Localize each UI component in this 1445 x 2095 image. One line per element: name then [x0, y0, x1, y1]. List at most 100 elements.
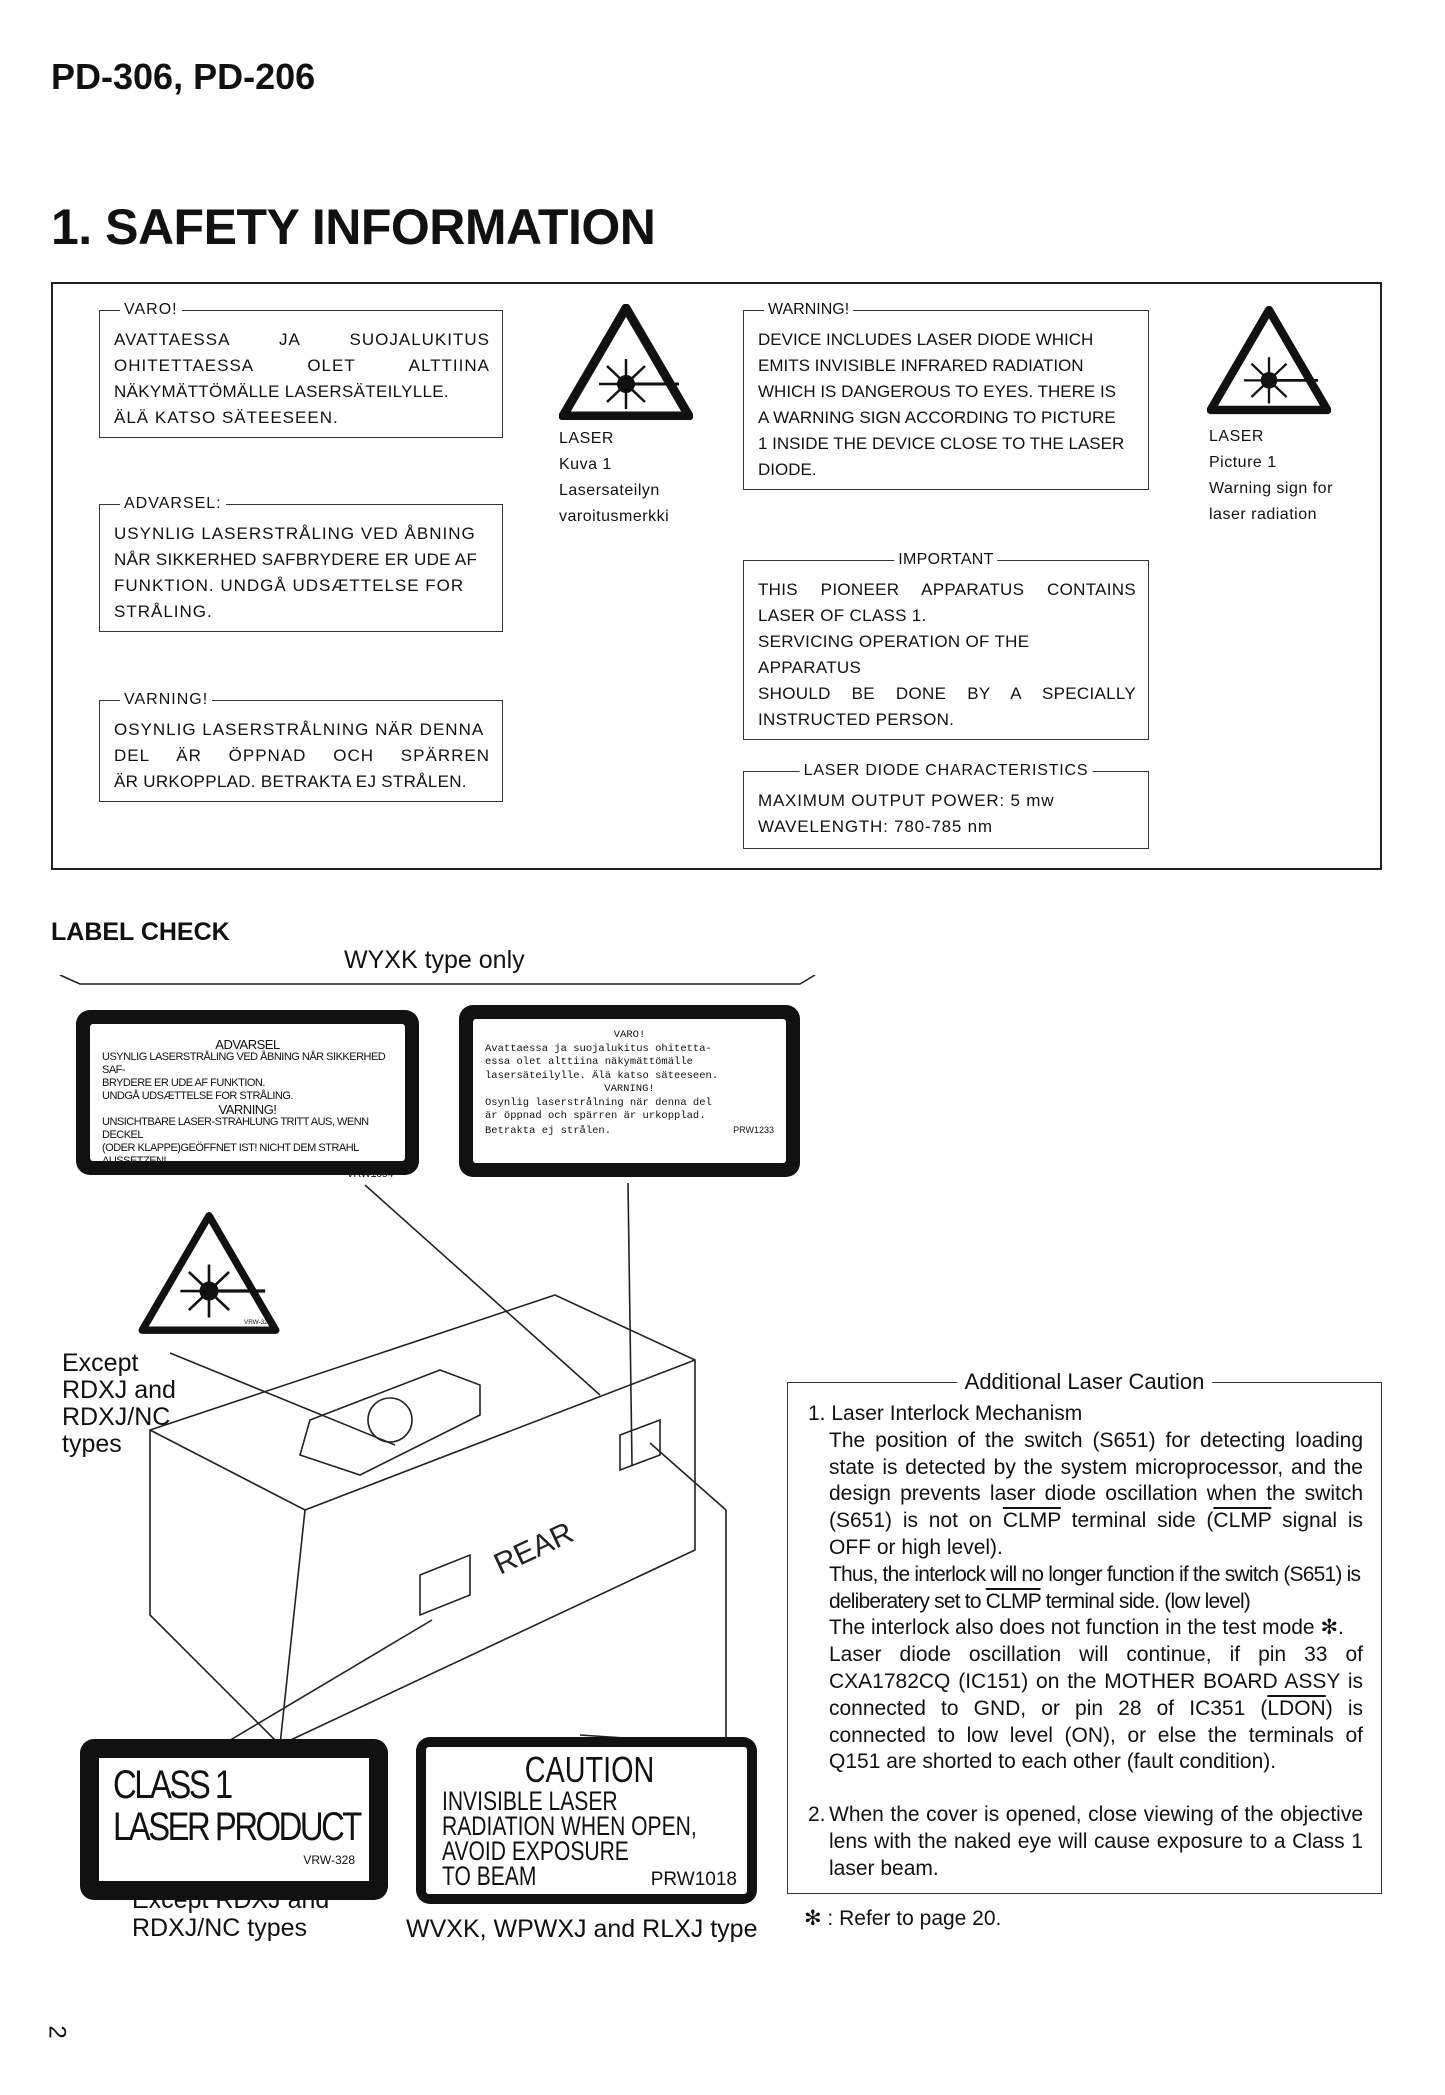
- varo-box: VARO! AVATTAESSA JA SUOJALUKITUS OHITETT…: [99, 300, 503, 438]
- page-number: 2: [43, 2025, 71, 2039]
- label-check-heading: LABEL CHECK: [51, 918, 230, 946]
- safety-box: VARO! AVATTAESSA JA SUOJALUKITUS OHITETT…: [51, 282, 1382, 870]
- varning-legend: VARNING!: [120, 690, 213, 710]
- text-line: OSYNLIG LASERSTRÅLNING NÄR DENNA: [114, 720, 485, 739]
- text-line: INSTRUCTED PERSON.: [758, 710, 955, 729]
- laser-warning-icon: VRW-321: [138, 1212, 280, 1334]
- text-line: WAVELENGTH: 780-785 nm: [758, 817, 993, 836]
- text-line: RDXJ/NC: [62, 1403, 171, 1431]
- label-code: PRW1018: [650, 1869, 737, 1890]
- label-title: VARNING!: [218, 1102, 277, 1117]
- text-line: CLASS 1: [113, 1763, 233, 1807]
- text-line: AVATTAESSA JA SUOJALUKITUS: [114, 330, 490, 349]
- text-line: FUNKTION. UNDGÅ UDSÆTTELSE FOR: [114, 576, 465, 595]
- additional-section: Additional Laser Caution 1. Laser Interl…: [787, 1370, 1382, 1932]
- text-line: AVOID EXPOSURE: [442, 1836, 629, 1866]
- wyxk-caption: WYXK type only: [344, 946, 525, 974]
- class1-label: CLASS 1 LASER PRODUCT VRW-328: [80, 1739, 388, 1900]
- diode-legend: LASER DIODE CHARACTERISTICS: [799, 761, 1093, 781]
- text-line: Picture 1: [1209, 454, 1277, 471]
- model-number: PD-306, PD-206: [51, 56, 316, 97]
- text-line: RDXJ/NC types: [132, 1914, 308, 1942]
- text-line: ÄLÄ KATSO SÄTEESEEN.: [114, 408, 339, 427]
- item2-number: 2.: [808, 1803, 826, 1827]
- text-line: DEVICE INCLUDES LASER DIODE WHICH: [758, 330, 1094, 349]
- right-sign-caption: LASER Picture 1 Warning sign for laser r…: [1209, 424, 1333, 528]
- text-line: 1 INSIDE THE DEVICE CLOSE TO THE LASER: [758, 434, 1125, 453]
- text-line: TO BEAM: [442, 1861, 537, 1891]
- text-line: NÅR SIKKERHED SAFBRYDERE ER UDE AF: [114, 550, 478, 569]
- paragraph: When the cover is opened, close viewing …: [829, 1803, 1363, 1880]
- important-box: IMPORTANT THIS PIONEER APPARATUS CONTAIN…: [743, 550, 1149, 740]
- laser-warning-icon: [559, 304, 693, 420]
- text-line: DIODE.: [758, 460, 817, 479]
- caution-label: CAUTION INVISIBLE LASER RADIATION WHEN O…: [416, 1737, 757, 1904]
- text-line: UNSICHTBARE LASER-STRAHLUNG TRITT AUS, W…: [102, 1116, 369, 1141]
- text-line: NÄKYMÄTTÖMÄLLE LASERSÄTEILYLLE.: [114, 382, 449, 401]
- text-line: A WARNING SIGN ACCORDING TO PICTURE: [758, 408, 1116, 427]
- text-line: Osynlig laserstrålning när denna del: [485, 1096, 712, 1109]
- refer-note: ✻ : Refer to page 20.: [804, 1906, 1002, 1930]
- label-title: ADVARSEL: [215, 1037, 280, 1052]
- clmp-signal: CLMP: [985, 1589, 1042, 1613]
- text-line: Lasersateilyn: [559, 482, 660, 499]
- text-line: (ODER KLAPPE)GEÖFFNET IST! NICHT DEM STR…: [102, 1142, 359, 1167]
- advarsel-label: ADVARSEL USYNLIG LASERSTRÅLING VED ÅBNIN…: [76, 1010, 419, 1180]
- label-title: VARO!: [613, 1029, 646, 1041]
- item1-title: 1. Laser Interlock Mechanism: [808, 1402, 1083, 1425]
- class1-caption: Except RDXJ and RDXJ/NC types: [132, 1886, 329, 1942]
- important-legend: IMPORTANT: [894, 550, 998, 570]
- text-line: INVISIBLE LASER: [442, 1786, 618, 1816]
- label-code: VRW1094: [346, 1168, 394, 1180]
- text-line: varoitusmerkki: [559, 508, 670, 525]
- text-line: UNDGÅ UDSÆTTELSE FOR STRÅLING.: [102, 1090, 293, 1102]
- advarsel-box: ADVARSEL: USYNLIG LASERSTRÅLING VED ÅBNI…: [99, 494, 503, 632]
- diode-box: LASER DIODE CHARACTERISTICS MAXIMUM OUTP…: [743, 761, 1149, 849]
- warning-legend: WARNING!: [764, 300, 854, 320]
- additional-legend: Additional Laser Caution: [956, 1370, 1213, 1394]
- label-last-row: Betrakta ej strålen. PRW1233: [485, 1124, 774, 1139]
- label-code: VRW-321: [244, 1319, 272, 1326]
- varning-box: VARNING! OSYNLIG LASERSTRÅLNING NÄR DENN…: [99, 690, 503, 802]
- text-line: är öppnad och spärren är urkopplad.: [485, 1110, 706, 1122]
- paragraph: The position of the switch (S651) for de…: [829, 1428, 1363, 1562]
- text-line: USYNLIG LASERSTRÅLING VED ÅBNING: [114, 524, 476, 543]
- text: signal is OFF or high level).: [829, 1509, 1363, 1559]
- text-line: essa olet alttiina näkymättömälle: [485, 1056, 693, 1068]
- ldon-signal: LDON: [1267, 1696, 1326, 1720]
- caution-caption: WVXK, WPWXJ and RLXJ type: [406, 1915, 758, 1943]
- text-line: MAXIMUM OUTPUT POWER: 5 mw: [758, 791, 1055, 810]
- clmp-signal: CLMP: [1002, 1509, 1061, 1533]
- warning-box: WARNING! DEVICE INCLUDES LASER DIODE WHI…: [743, 300, 1149, 490]
- varo-label: VARO! Avattaessa ja suojalukitus ohitett…: [459, 1005, 800, 1177]
- text: terminal side. (low level): [1040, 1589, 1251, 1613]
- varo-legend: VARO!: [120, 300, 182, 320]
- text-line: LASER PRODUCT: [113, 1805, 362, 1849]
- text: The position of the switch (S651) for de…: [829, 1428, 1363, 1533]
- text: ) is connected to low level (ON), or els…: [829, 1696, 1363, 1774]
- text-line: STRÅLING.: [114, 602, 213, 621]
- text-line: Betrakta ej strålen.: [485, 1124, 612, 1137]
- text-line: EMITS INVISIBLE INFRARED RADIATION: [758, 356, 1084, 375]
- text-line: Except RDXJ and: [132, 1886, 330, 1914]
- text-line: OHITETTAESSA OLET ALTTIINA: [114, 356, 490, 375]
- text-line: lasersäteilylle. Älä katso säteeseen.: [485, 1069, 719, 1082]
- except-caption: Except RDXJ and RDXJ/NC types: [62, 1350, 176, 1458]
- caution-last-row: TO BEAM PRW1018: [442, 1861, 737, 1891]
- left-sign-caption: LASER Kuva 1 Lasersateilyn varoitusmerkk…: [559, 426, 669, 530]
- text-line: types: [62, 1430, 122, 1458]
- laser-warning-icon: [1207, 305, 1331, 415]
- text-line: LASER OF CLASS 1.: [758, 606, 927, 625]
- text-line: laser radiation: [1209, 506, 1317, 523]
- advarsel-legend: ADVARSEL:: [120, 494, 226, 514]
- rear-label: REAR: [489, 1516, 578, 1581]
- text-line: DEL ÄR ÖPPNAD OCH SPÄRREN: [114, 746, 490, 765]
- label-code: PRW1233: [733, 1124, 774, 1135]
- text: Thus, the interlock will no longer funct…: [829, 1562, 1361, 1613]
- text-line: WHICH IS DANGEROUS TO EYES. THERE IS: [758, 382, 1117, 401]
- text-line: ÄR URKOPPLAD. BETRAKTA EJ STRÅLEN.: [114, 772, 467, 791]
- text-line: USYNLIG LASERSTRÅLING VED ÅBNING NÅR SIK…: [102, 1051, 386, 1076]
- text-line: SERVICING OPERATION OF THE APPARATUS: [758, 632, 1030, 677]
- additional-caution-box: Additional Laser Caution 1. Laser Interl…: [787, 1370, 1382, 1894]
- text-line: Kuva 1: [559, 456, 612, 473]
